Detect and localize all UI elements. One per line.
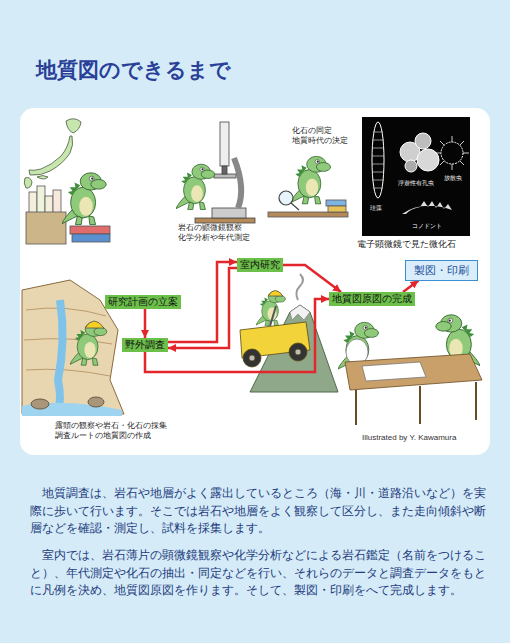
microfossil-photo-part	[402, 201, 452, 214]
process-box: 研究計画の立案	[105, 295, 181, 309]
flow-arrow	[283, 265, 341, 292]
microfossil-photo-part	[415, 133, 431, 149]
book-stack	[70, 226, 110, 242]
caption-text: 岩石の顕微鏡観察 化学分析や年代測定	[178, 223, 254, 243]
helmet	[85, 321, 104, 328]
japan-map-part	[66, 119, 81, 133]
microscope-part	[214, 174, 236, 178]
white-panel	[20, 108, 490, 455]
caption-text: 化石の同定 地質時代の決定	[292, 126, 352, 146]
drafting-desk-part	[345, 354, 482, 390]
microscope-part	[212, 208, 246, 218]
microscope-part	[220, 122, 229, 166]
japan-map-part	[24, 178, 32, 189]
magnifier-part	[291, 203, 299, 210]
japan-map-part	[37, 176, 48, 180]
fossil-dinosaur	[290, 156, 330, 204]
microfossil-photo-part	[417, 149, 439, 171]
fossil-label: コノドント	[412, 222, 442, 230]
outcrop-cliff-part	[31, 399, 49, 409]
jeep-part	[243, 349, 261, 367]
microfossil-photo	[362, 117, 470, 236]
climbing-dinosaur	[70, 322, 107, 365]
caption-text: 電子顕微鏡で見た微化石	[357, 239, 456, 250]
magnifier	[279, 191, 299, 210]
volcano-part	[296, 274, 303, 300]
fossil-desk-part	[328, 206, 346, 212]
page-title: 地質図のできるまで	[36, 57, 231, 83]
microfossil-photo-part	[435, 136, 469, 170]
box-text: 野外調査	[125, 339, 165, 351]
box-text: 室内研究	[240, 259, 280, 271]
microscope-part	[195, 218, 255, 223]
microfossil-photo-part	[362, 117, 470, 236]
output-box: 製図・印刷	[405, 260, 478, 281]
body-paragraph: 地質調査は、岩石や地層がよく露出しているところ（海・川・道路沿いなど）を実際に歩…	[30, 485, 492, 538]
drafting-desk	[345, 354, 482, 425]
flow-arrow	[144, 309, 147, 338]
driver-dinosaur	[256, 291, 285, 326]
credit-text: Illustrated by Y. Kawamura	[362, 433, 456, 443]
jeep-part	[249, 355, 255, 361]
microfossil-photo-part	[372, 122, 384, 198]
jeep-part	[295, 349, 301, 355]
book-stack-part	[70, 226, 110, 234]
helmet	[268, 291, 283, 297]
microfossil-photo-part	[405, 160, 417, 172]
microscope-part	[222, 166, 227, 174]
box-text: 製図・印刷	[414, 264, 469, 277]
japan-map-part	[29, 136, 73, 175]
jeep-part	[270, 306, 276, 326]
fossil-label: 放散虫	[444, 174, 462, 182]
jeep	[240, 306, 310, 367]
box-text: 地質図原図の完成	[332, 293, 412, 305]
volcano-part	[290, 305, 310, 320]
book-stack-part	[72, 234, 110, 242]
fossil-desk-part	[326, 200, 346, 206]
fossil-label: 珪藻	[370, 204, 382, 212]
fossil-desk-part	[268, 212, 348, 217]
jeep-part	[289, 343, 307, 361]
microscope-part	[234, 158, 241, 208]
process-box: 室内研究	[237, 258, 283, 272]
flow-arrow	[145, 299, 329, 372]
process-box: 野外調査	[122, 338, 168, 352]
outcrop-cliff-part	[58, 300, 63, 410]
japan-map	[24, 119, 81, 188]
outcrop-cliff-part	[24, 308, 112, 376]
scroll-basket	[26, 186, 66, 244]
magnifier-part	[279, 191, 293, 205]
scroll-basket-part	[26, 212, 66, 244]
microscope-dinosaur	[176, 164, 215, 209]
process-box: 地質図原図の完成	[329, 292, 415, 306]
caption-text: 露頭の観察や岩石・化石の採集 調査ルートの地質図の作成	[55, 421, 171, 441]
map-dinosaur	[62, 173, 106, 225]
drafting-desk-part	[362, 362, 426, 381]
body-paragraph: 室内では、岩石薄片の顕微鏡観察や化学分析などによる岩石鑑定（名前をつけること）、…	[30, 547, 492, 600]
box-text: 研究計画の立案	[108, 296, 178, 308]
drafting-desk-part	[356, 382, 476, 425]
flow-arrow	[403, 281, 419, 293]
fossil-label: 浮遊性有孔虫	[398, 179, 434, 187]
microfossil-photo-part	[441, 142, 463, 164]
microfossil-photo-part	[372, 132, 384, 188]
outcrop-cliff-part	[88, 397, 104, 407]
